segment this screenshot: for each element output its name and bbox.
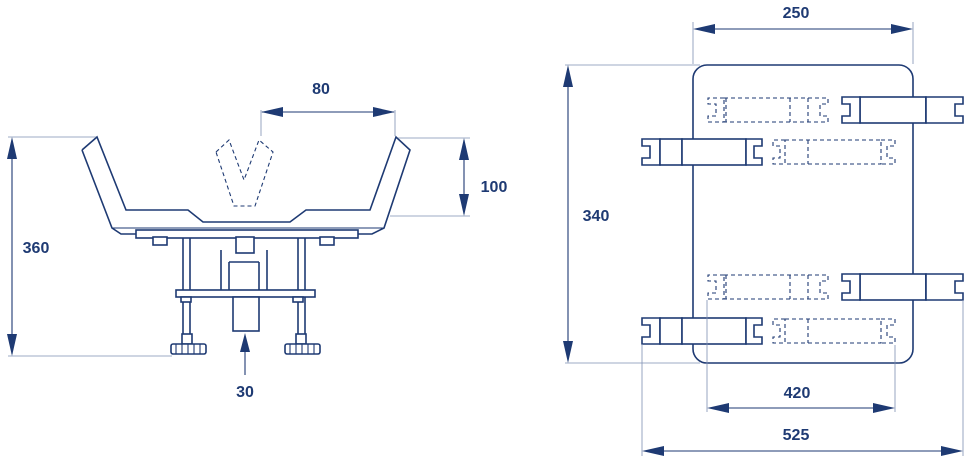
dim-420: 420: [706, 300, 896, 413]
lower-plate: [175, 289, 316, 298]
dim-340: 340: [563, 64, 700, 364]
dim-label-100: 100: [481, 179, 508, 196]
central-bracket: [220, 250, 268, 290]
dim-label-80: 80: [312, 81, 330, 98]
dim-label-525: 525: [783, 427, 810, 444]
dim-100: 100: [390, 137, 508, 217]
clamp-row-3: [707, 273, 964, 301]
dashed-v-position: [215, 139, 274, 207]
dim-360: 360: [7, 136, 172, 357]
dim-label-30: 30: [236, 384, 254, 401]
clamp-row-4: [641, 317, 896, 345]
side-view: 80 100 360 30: [7, 81, 507, 401]
clamp-row-1: [707, 96, 964, 124]
dim-label-340: 340: [583, 208, 610, 225]
top-view: 250 340 420 525: [563, 5, 964, 456]
dim-250: 250: [692, 5, 914, 64]
dim-label-420: 420: [784, 385, 811, 402]
v-cradle: [81, 135, 411, 235]
dim-525: 525: [641, 300, 964, 456]
dim-30: 30: [236, 333, 254, 401]
dim-label-360: 360: [23, 240, 50, 257]
clamp-row-2: [641, 138, 896, 166]
dim-label-250: 250: [783, 5, 810, 22]
dim-80: 80: [260, 81, 396, 136]
tube: [232, 296, 260, 332]
